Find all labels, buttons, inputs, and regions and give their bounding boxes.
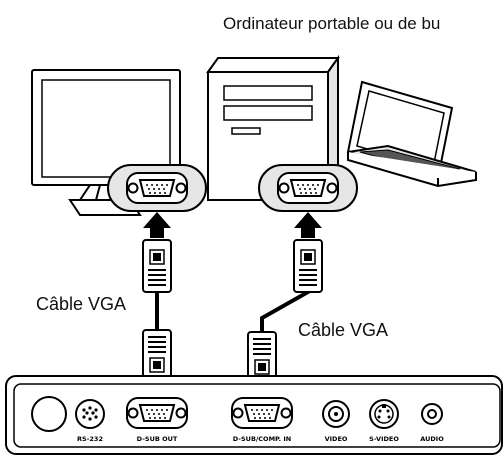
laptop-icon — [346, 80, 477, 188]
projector-rear-panel: RS-232 D-SUB OUT D-SUB/COMP. IN VIDEO S-… — [5, 375, 503, 455]
computer-port-bubble-left — [107, 164, 207, 212]
svideo-port-icon — [369, 399, 399, 429]
video-port-icon — [322, 400, 350, 428]
desktop-tower-icon — [206, 54, 340, 204]
rs232-port-icon — [75, 399, 105, 429]
vga-cable-label-left: Câble VGA — [36, 294, 127, 314]
dsub-comp-in-port-icon — [231, 397, 293, 429]
port-label-svideo: S-VIDEO — [369, 435, 399, 443]
port-label-rs232: RS-232 — [77, 435, 103, 443]
monitor-icon — [31, 69, 181, 216]
dsub-out-port-icon — [126, 397, 188, 429]
vga-cable-left — [142, 239, 172, 383]
port-label-dsub-out: D-SUB OUT — [137, 435, 178, 443]
arrow-up-icon — [294, 212, 322, 238]
vga-cable-right — [247, 239, 323, 385]
lens-port-icon — [31, 396, 67, 432]
computer-port-bubble-right — [258, 164, 358, 212]
computer-label: Ordinateur portable ou de bu — [223, 14, 441, 33]
arrow-up-icon — [143, 212, 171, 238]
port-label-audio: AUDIO — [420, 435, 444, 443]
port-label-video: VIDEO — [325, 435, 348, 443]
audio-port-icon — [421, 403, 443, 425]
port-label-dsub-comp-in: D-SUB/COMP. IN — [233, 435, 291, 443]
vga-cable-label-right: Câble VGA — [298, 320, 389, 340]
